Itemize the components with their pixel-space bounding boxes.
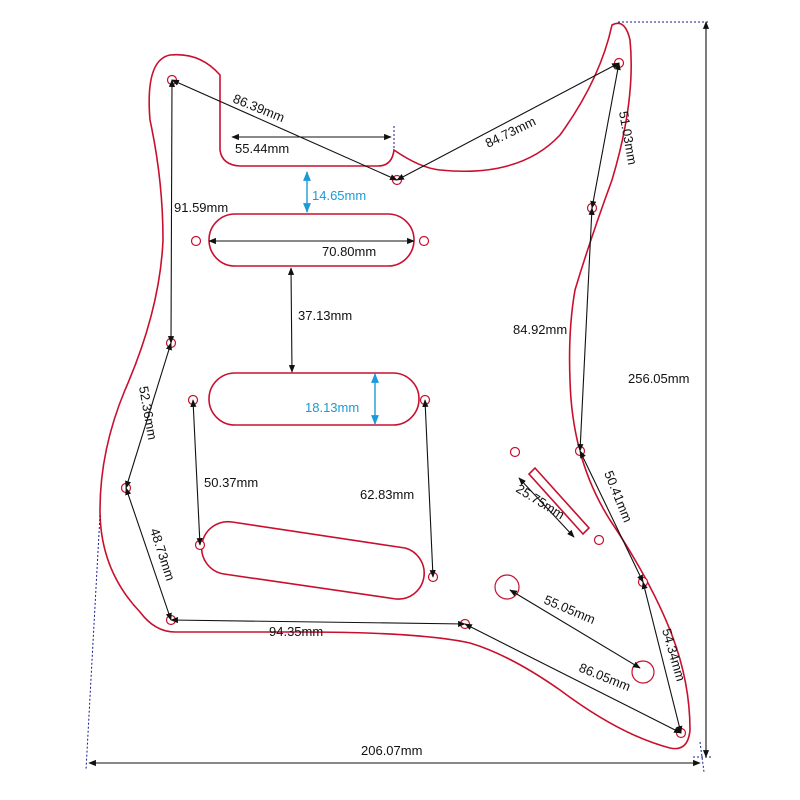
label-pickup-length: 70.80mm xyxy=(322,244,376,259)
label-pickup-width: 18.13mm xyxy=(305,400,359,415)
label-screw-vertical-left: 50.37mm xyxy=(204,475,258,490)
label-top-left-to-notch: 86.39mm xyxy=(231,91,287,125)
label-notch-width: 55.44mm xyxy=(235,141,289,156)
label-bottom-diagonal: 86.05mm xyxy=(577,660,633,694)
neck-pickup-cutout xyxy=(208,213,415,267)
label-left-edge-upper: 91.59mm xyxy=(174,200,228,215)
label-control-spacing: 55.05mm xyxy=(542,592,598,627)
tone-knob-hole xyxy=(631,660,655,684)
label-neck-pickup-gap: 14.65mm xyxy=(312,188,366,203)
label-lower-right: 54.34mm xyxy=(659,627,688,683)
label-overall-width: 206.07mm xyxy=(361,743,422,758)
label-bottom-edge: 94.35mm xyxy=(269,624,323,639)
label-right-lower: 50.41mm xyxy=(601,469,635,525)
bridge-pickup-cutout xyxy=(200,520,425,600)
middle-pickup-cutout xyxy=(208,372,420,426)
label-right-edge: 84.92mm xyxy=(513,322,567,337)
guide-lines xyxy=(85,21,712,773)
label-left-edge-mid: 52.36mm xyxy=(136,385,160,441)
dimension-lines xyxy=(88,21,710,767)
label-notch-to-horn: 84.73mm xyxy=(483,113,538,150)
label-left-edge-lower: 48.73mm xyxy=(147,526,178,582)
label-screw-vertical-right: 62.83mm xyxy=(360,487,414,502)
label-horn-to-screw: 51.03mm xyxy=(616,110,640,166)
label-pickup-spacing: 37.13mm xyxy=(298,308,352,323)
volume-knob-hole xyxy=(494,574,520,600)
label-overall-height: 256.05mm xyxy=(628,371,689,386)
pickguard-outline xyxy=(99,22,691,750)
